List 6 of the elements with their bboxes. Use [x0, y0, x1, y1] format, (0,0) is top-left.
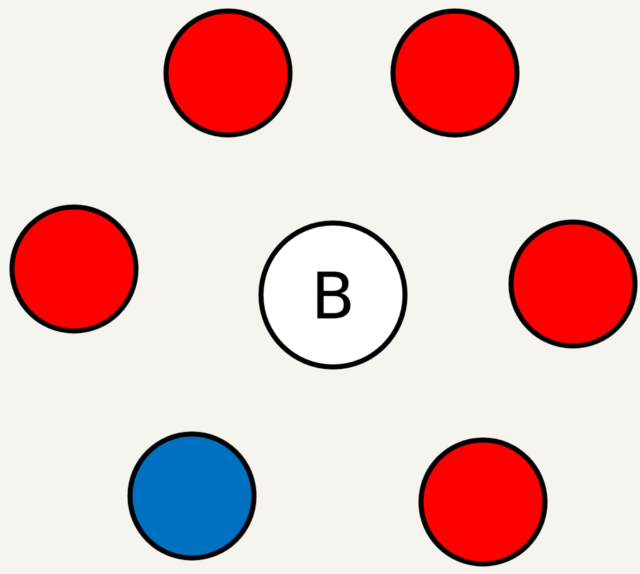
- circle: [164, 8, 292, 138]
- circle: [508, 220, 638, 348]
- circle: [390, 8, 520, 138]
- circle: [10, 204, 138, 334]
- circle: [418, 438, 548, 566]
- circle: [128, 432, 256, 560]
